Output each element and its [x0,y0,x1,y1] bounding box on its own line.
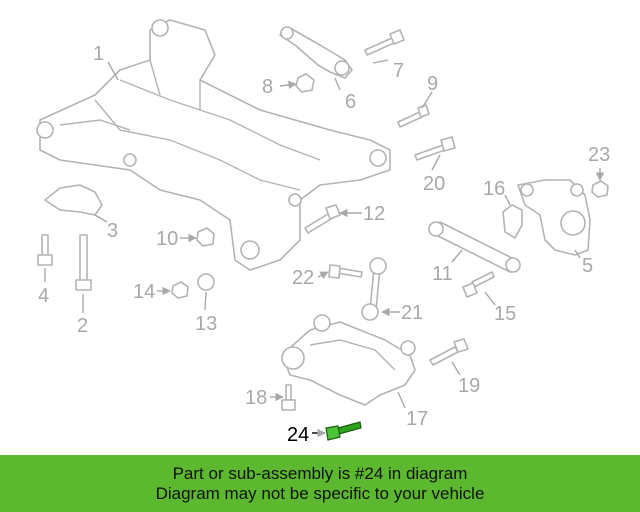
nut-18-part [281,384,296,411]
callout-21: 21 [401,302,423,324]
bracket-3-part [44,184,103,216]
callout-22: 22 [292,267,314,289]
callout-14: 14 [133,281,155,303]
bracket-16-part [502,204,523,239]
callout-20: 20 [423,173,445,195]
callout-15: 15 [494,303,516,325]
knuckle-part [517,179,591,256]
callout-11: 11 [432,263,453,285]
bolt-20-part [414,136,456,161]
nut-23-part [591,180,609,198]
lateral-link-part [428,221,521,273]
callout-12: 12 [363,203,385,225]
bolt-19-part [429,338,469,366]
bolt-4-part [37,234,53,266]
callout-17: 17 [406,408,428,430]
callout-24: 24 [287,424,309,446]
callout-13: 13 [195,313,217,335]
callout-10: 10 [156,228,178,250]
callout-2: 2 [77,315,88,337]
bolt-12-part [304,204,341,234]
parts-diagram: 1 2 3 4 5 6 7 8 9 10 11 12 13 14 15 16 1… [36,19,610,446]
bolt-15-part [462,271,495,298]
callout-18: 18 [245,387,267,409]
bolt-22-part [328,264,363,279]
highlighted-bolt-24-part[interactable] [325,421,362,441]
leader-lines [44,59,605,438]
subframe-part [36,19,391,271]
callout-6: 6 [345,91,356,113]
callout-1: 1 [93,43,104,65]
nut-14-part [171,281,189,299]
bolt-2-part [75,234,92,291]
bolt-9-part [397,104,430,128]
bushing-13-part [197,273,215,291]
callout-5: 5 [582,255,593,277]
banner-line-2: Diagram may not be specific to your vehi… [155,483,485,503]
callout-3: 3 [107,220,118,242]
callout-19: 19 [458,375,480,397]
bolt-7-part [364,29,405,56]
callout-23: 23 [588,144,610,166]
upper-arm-part [279,26,353,79]
banner-line-1: Part or sub-assembly is #24 in diagram [172,463,468,483]
info-banner: Part or sub-assembly is #24 in diagram D… [0,455,640,512]
callout-7: 7 [393,60,404,82]
callout-16: 16 [483,178,505,200]
nut-8-part [295,73,315,93]
callout-9: 9 [427,73,438,95]
stabilizer-link-part [361,257,387,321]
lower-control-arm-part [281,314,416,406]
callout-8: 8 [262,76,273,98]
nut-10-part [196,227,215,247]
callout-4: 4 [38,285,49,307]
